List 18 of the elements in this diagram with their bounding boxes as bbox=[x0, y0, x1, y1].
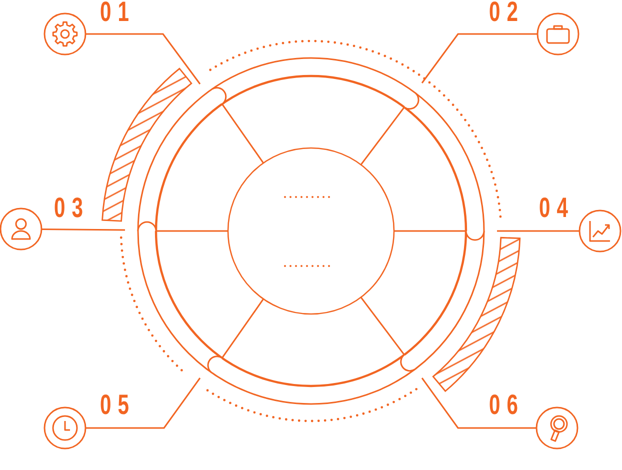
leader-line bbox=[86, 33, 201, 84]
line-chart-icon bbox=[578, 209, 622, 253]
search-icon bbox=[535, 406, 579, 450]
person-icon bbox=[0, 207, 43, 251]
step-number: 05 bbox=[100, 394, 136, 416]
gear-icon bbox=[43, 12, 87, 56]
leader-line bbox=[42, 228, 125, 231]
leader-line bbox=[86, 378, 201, 429]
step-number: 06 bbox=[489, 394, 524, 416]
briefcase-icon bbox=[536, 12, 580, 56]
leader-line bbox=[421, 33, 538, 84]
clock-icon bbox=[43, 406, 87, 450]
leader-line bbox=[497, 230, 580, 232]
leader-line bbox=[421, 378, 536, 429]
step-number: 01 bbox=[100, 1, 136, 23]
step-number: 04 bbox=[539, 197, 574, 219]
step-number: 02 bbox=[489, 1, 524, 23]
step-number: 03 bbox=[54, 197, 90, 219]
